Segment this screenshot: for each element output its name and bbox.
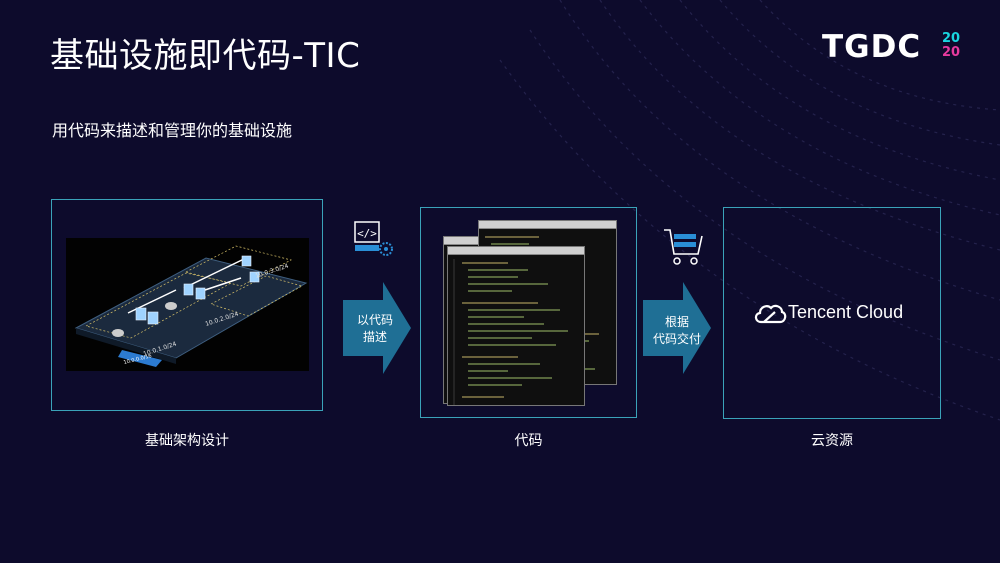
svg-text:</>: </> xyxy=(357,227,377,240)
arrow-label-line: 描述 xyxy=(362,330,387,344)
infra-design-caption: 基础架构设计 xyxy=(145,433,229,449)
shopping-cart-icon xyxy=(660,224,706,268)
code-window xyxy=(447,246,585,406)
page-title: 基础设施即代码-TIC xyxy=(50,36,361,76)
arrow-label-line: 根据 xyxy=(664,315,689,329)
cloud-resources-panel xyxy=(723,207,941,419)
code-caption: 代码 xyxy=(514,433,543,449)
tencent-cloud-logo-text: Tencent Cloud xyxy=(788,302,904,322)
logo-text: TGDC xyxy=(822,29,922,65)
infra-architecture-diagram: 10.0.1.0/24 10.0.2.0/24 10.0.3.0/24 10.0… xyxy=(66,238,309,371)
arrow-right-icon xyxy=(643,282,711,374)
arrow-right-icon xyxy=(343,282,411,374)
logo-year-top: 20 xyxy=(942,31,961,46)
page-subtitle: 用代码来描述和管理你的基础设施 xyxy=(52,121,293,140)
logo-year-bottom: 20 xyxy=(942,45,961,60)
arrow-label-line: 以代码 xyxy=(356,313,393,327)
arrow-label-line: 代码交付 xyxy=(652,332,701,346)
logo-year: 20 20 xyxy=(942,32,968,60)
infra-design-panel xyxy=(51,199,323,411)
arrow-label-describe: 以代码 描述 xyxy=(349,312,401,346)
tgdc-logo: TGDC 20 20 xyxy=(822,28,972,68)
arrow-label-deliver: 根据 代码交付 xyxy=(648,314,706,348)
tencent-cloud-icon xyxy=(754,304,787,324)
code-panel xyxy=(420,207,637,418)
code-tag-icon: </> xyxy=(352,219,398,259)
cloud-resources-caption: 云资源 xyxy=(811,433,853,449)
